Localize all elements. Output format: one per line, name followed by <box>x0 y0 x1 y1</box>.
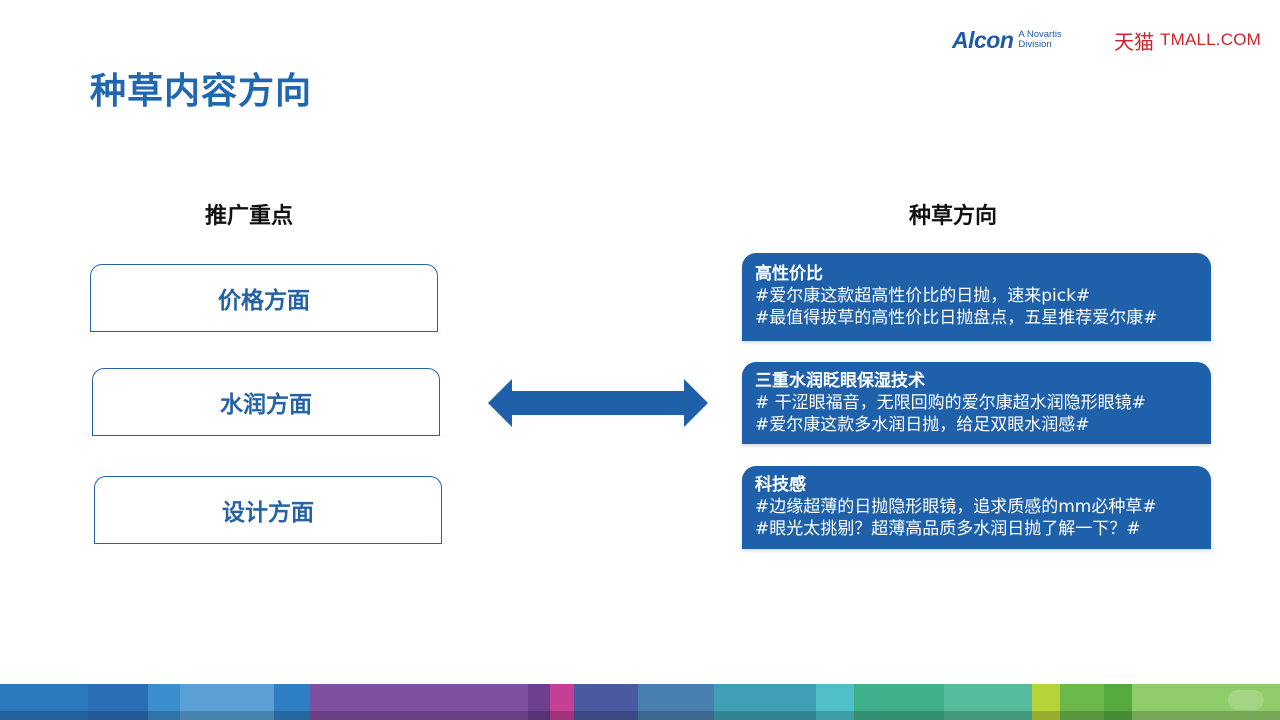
footer-color-segment <box>148 684 180 720</box>
focus-box-design: 设计方面 <box>94 476 442 544</box>
focus-box-moisture: 水润方面 <box>92 368 440 436</box>
left-column-heading: 推广重点 <box>205 204 294 229</box>
footer-color-segment <box>310 684 528 720</box>
direction-hashtag: #边缘超薄的日抛隐形眼镜，追求质感的mm必种草# <box>755 497 1157 517</box>
focus-label: 水润方面 <box>220 392 312 418</box>
footer-color-segment <box>88 684 148 720</box>
alcon-tagline-line2: Division <box>1018 39 1052 50</box>
tmall-logo: 天猫 TMALL.COM <box>1114 27 1261 54</box>
footer-color-segment <box>574 684 638 720</box>
footer-color-segment <box>944 684 1032 720</box>
alcon-tagline: A Novartis Division <box>1018 30 1061 50</box>
focus-box-price: 价格方面 <box>90 264 438 332</box>
footer-color-segment <box>1132 684 1280 720</box>
footer-bar-shade <box>0 711 1280 720</box>
direction-title: 三重水润眨眼保湿技术 <box>755 371 925 391</box>
footer-color-segment <box>274 684 310 720</box>
direction-card-moisture: 三重水润眨眼保湿技术 # 干涩眼福音，无限回购的爱尔康超水润隐形眼镜# #爱尔康… <box>742 362 1211 444</box>
direction-card-value: 高性价比 #爱尔康这款超高性价比的日抛，速来pick# #最值得拔草的高性价比日… <box>742 253 1211 341</box>
page-title: 种草内容方向 <box>90 71 313 112</box>
direction-hashtag: #最值得拔草的高性价比日抛盘点，五星推荐爱尔康# <box>755 308 1158 328</box>
footer-color-segment <box>550 684 574 720</box>
alcon-logo: Alcon A Novartis Division <box>952 26 1062 54</box>
direction-hashtag: #爱尔康这款超高性价比的日抛，速来pick# <box>755 286 1091 306</box>
direction-hashtag: # 干涩眼福音，无限回购的爱尔康超水润隐形眼镜# <box>755 393 1146 413</box>
direction-hashtag: #眼光太挑剔？超薄高品质多水润日抛了解一下？# <box>755 519 1141 539</box>
footer-color-segment <box>854 684 944 720</box>
page-number-badge <box>1228 690 1264 710</box>
direction-title: 科技感 <box>755 475 806 495</box>
focus-label: 设计方面 <box>222 500 314 526</box>
footer-color-segment <box>1032 684 1060 720</box>
focus-label: 价格方面 <box>218 288 310 314</box>
footer-color-segment <box>528 684 550 720</box>
alcon-tagline-line1: A Novartis <box>1018 29 1062 40</box>
footer-color-segment <box>816 684 854 720</box>
footer-color-segment <box>0 684 88 720</box>
footer-color-segment <box>638 684 714 720</box>
tmall-english-name: TMALL.COM <box>1160 30 1261 49</box>
footer-color-segment <box>1060 684 1104 720</box>
footer-color-segment <box>180 684 274 720</box>
footer-color-segment <box>714 684 816 720</box>
tmall-chinese-name: 天猫 <box>1114 29 1154 54</box>
direction-hashtag: #爱尔康这款多水润日抛，给足双眼水润感# <box>755 415 1090 435</box>
direction-title: 高性价比 <box>755 264 823 284</box>
right-column-heading: 种草方向 <box>909 204 998 229</box>
double-headed-arrow-icon <box>488 379 708 427</box>
footer-color-segment <box>1104 684 1132 720</box>
footer-color-bar <box>0 684 1280 720</box>
direction-card-tech: 科技感 #边缘超薄的日抛隐形眼镜，追求质感的mm必种草# #眼光太挑剔？超薄高品… <box>742 466 1211 549</box>
alcon-wordmark: Alcon <box>952 26 1014 53</box>
